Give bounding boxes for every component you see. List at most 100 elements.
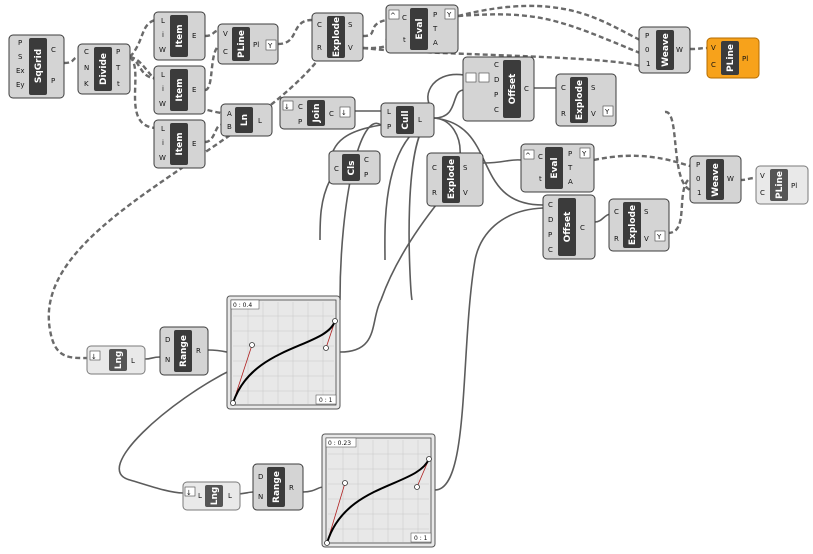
port-label: S (644, 208, 649, 216)
weave-component-2[interactable]: P 0 1 W Weave (689, 155, 742, 204)
divide-component[interactable]: C N K P T t Divide (77, 43, 131, 95)
simplify-icon[interactable] (579, 147, 591, 159)
svg-text:↓: ↓ (284, 103, 290, 111)
svg-text:↓: ↓ (91, 353, 97, 361)
eval-component-1[interactable]: ^ C t P T A Y Eval (385, 4, 459, 54)
port-label: N (258, 493, 263, 501)
graph-handle[interactable] (323, 345, 329, 351)
graph-handle[interactable] (426, 456, 432, 462)
explode-component-4[interactable]: C R S V Y Explode (608, 198, 670, 252)
component-title: PLine (726, 44, 736, 72)
port-label: Ex (16, 67, 25, 75)
component-title: Weave (661, 33, 671, 67)
port-label: D (548, 216, 553, 224)
range-component-2[interactable]: D N R Range (252, 463, 304, 511)
svg-text:↓: ↓ (341, 109, 347, 117)
reparameterize-icon[interactable] (388, 9, 400, 20)
simplify-icon[interactable] (602, 105, 614, 117)
graft-icon[interactable] (465, 72, 477, 83)
graph-handle[interactable] (342, 480, 348, 486)
pline-component-3[interactable]: V C Pl PLine (755, 165, 809, 205)
graph-mapper-2[interactable]: 0 : 0.23 0 : 1 (321, 433, 436, 548)
flatten-icon[interactable] (89, 350, 101, 361)
port-label: S (591, 84, 596, 92)
port-label: W (159, 100, 166, 108)
graph-handle[interactable] (324, 540, 330, 546)
port-label: C (538, 153, 543, 161)
svg-text:^: ^ (525, 152, 531, 160)
offset-component-2[interactable]: C D P C C Offset (542, 194, 596, 260)
reparameterize-icon[interactable] (523, 149, 535, 160)
port-label: t (403, 36, 406, 44)
sqgrid-component[interactable]: P S Ex Ey C P SqGrid (8, 34, 65, 99)
flatten-icon[interactable] (339, 106, 351, 118)
graph-range-label: 0 : 0.4 (233, 302, 252, 309)
simplify-icon[interactable] (444, 8, 456, 20)
graph-handle[interactable] (249, 342, 255, 348)
pline-component-2-selected[interactable]: V C Pl PLine (706, 37, 760, 79)
component-title: Explode (628, 205, 638, 245)
component-title: Item (175, 132, 185, 155)
port-label: C (548, 201, 553, 209)
graph-curve (326, 458, 430, 544)
explode-component-3[interactable]: C R S V Explode (426, 152, 484, 207)
port-label: V (463, 189, 468, 197)
simplify-icon[interactable] (654, 230, 666, 242)
graph-domain-label: 0 : 1 (319, 397, 333, 404)
port-label: Pl (253, 41, 259, 49)
weave-component-1[interactable]: P 0 1 W Weave (638, 26, 691, 74)
component-title: Explode (575, 80, 585, 120)
port-label: P (433, 11, 437, 19)
item-component-1[interactable]: L i W E Item (153, 11, 206, 61)
port-label: P (116, 48, 120, 56)
graph-handle[interactable] (414, 484, 420, 490)
port-label: K (84, 80, 89, 88)
eval-component-2[interactable]: ^ C t P T A Y Eval (520, 143, 595, 193)
cull-component[interactable]: L P L Cull (380, 102, 435, 138)
flatten-icon[interactable] (282, 100, 294, 111)
graph-handle[interactable] (332, 318, 338, 324)
range-component-1[interactable]: D N R Range (159, 326, 209, 376)
svg-text:↓: ↓ (186, 489, 192, 497)
join-component[interactable]: ↓ C P C ↓ Join (279, 96, 356, 130)
port-label: t (117, 80, 120, 88)
explode-component-1[interactable]: C R S V Explode (311, 12, 364, 62)
cls-component[interactable]: C C P Cls (328, 150, 381, 185)
flatten-icon[interactable] (184, 486, 196, 497)
port-label: P (696, 161, 700, 169)
port-label: V (644, 235, 649, 243)
lng-component-2[interactable]: ↓ L L Lng (182, 481, 241, 511)
component-title: Explode (332, 17, 342, 57)
port-label: E (192, 86, 196, 94)
graph-mapper-1[interactable]: 0 : 0.4 0 : 1 (226, 295, 341, 410)
graph-handle[interactable] (230, 400, 236, 406)
explode-component-2[interactable]: C R S V Y Explode (555, 73, 617, 127)
item-component-3[interactable]: L i W E Item (153, 119, 206, 169)
port-label: L (198, 492, 202, 500)
pline-component-1[interactable]: V C Pl Y PLine (217, 23, 279, 65)
graph-curve (232, 320, 336, 404)
port-label: D (494, 76, 499, 84)
flatten-icon[interactable] (478, 72, 490, 83)
port-label: i (162, 31, 164, 39)
port-label: A (568, 178, 573, 186)
port-label: Ey (16, 81, 25, 89)
port-label: T (115, 64, 121, 72)
component-title: Range (272, 471, 282, 503)
ln-component[interactable]: A B L Ln (220, 103, 273, 137)
port-label: S (463, 164, 468, 172)
lng-component-1[interactable]: ↓ L Lng (86, 345, 146, 375)
port-label: C (329, 110, 334, 118)
offset-component-1[interactable]: C D P C C Offset (462, 56, 535, 122)
port-label: C (298, 103, 303, 111)
port-label: P (548, 231, 552, 239)
svg-text:Y: Y (446, 11, 452, 19)
port-label: i (162, 139, 164, 147)
port-label: C (364, 156, 369, 164)
port-label: P (645, 32, 649, 40)
item-component-2[interactable]: L i W E Item (153, 65, 206, 115)
port-label: P (298, 118, 302, 126)
port-label: R (289, 484, 294, 492)
simplify-icon[interactable] (265, 39, 277, 51)
